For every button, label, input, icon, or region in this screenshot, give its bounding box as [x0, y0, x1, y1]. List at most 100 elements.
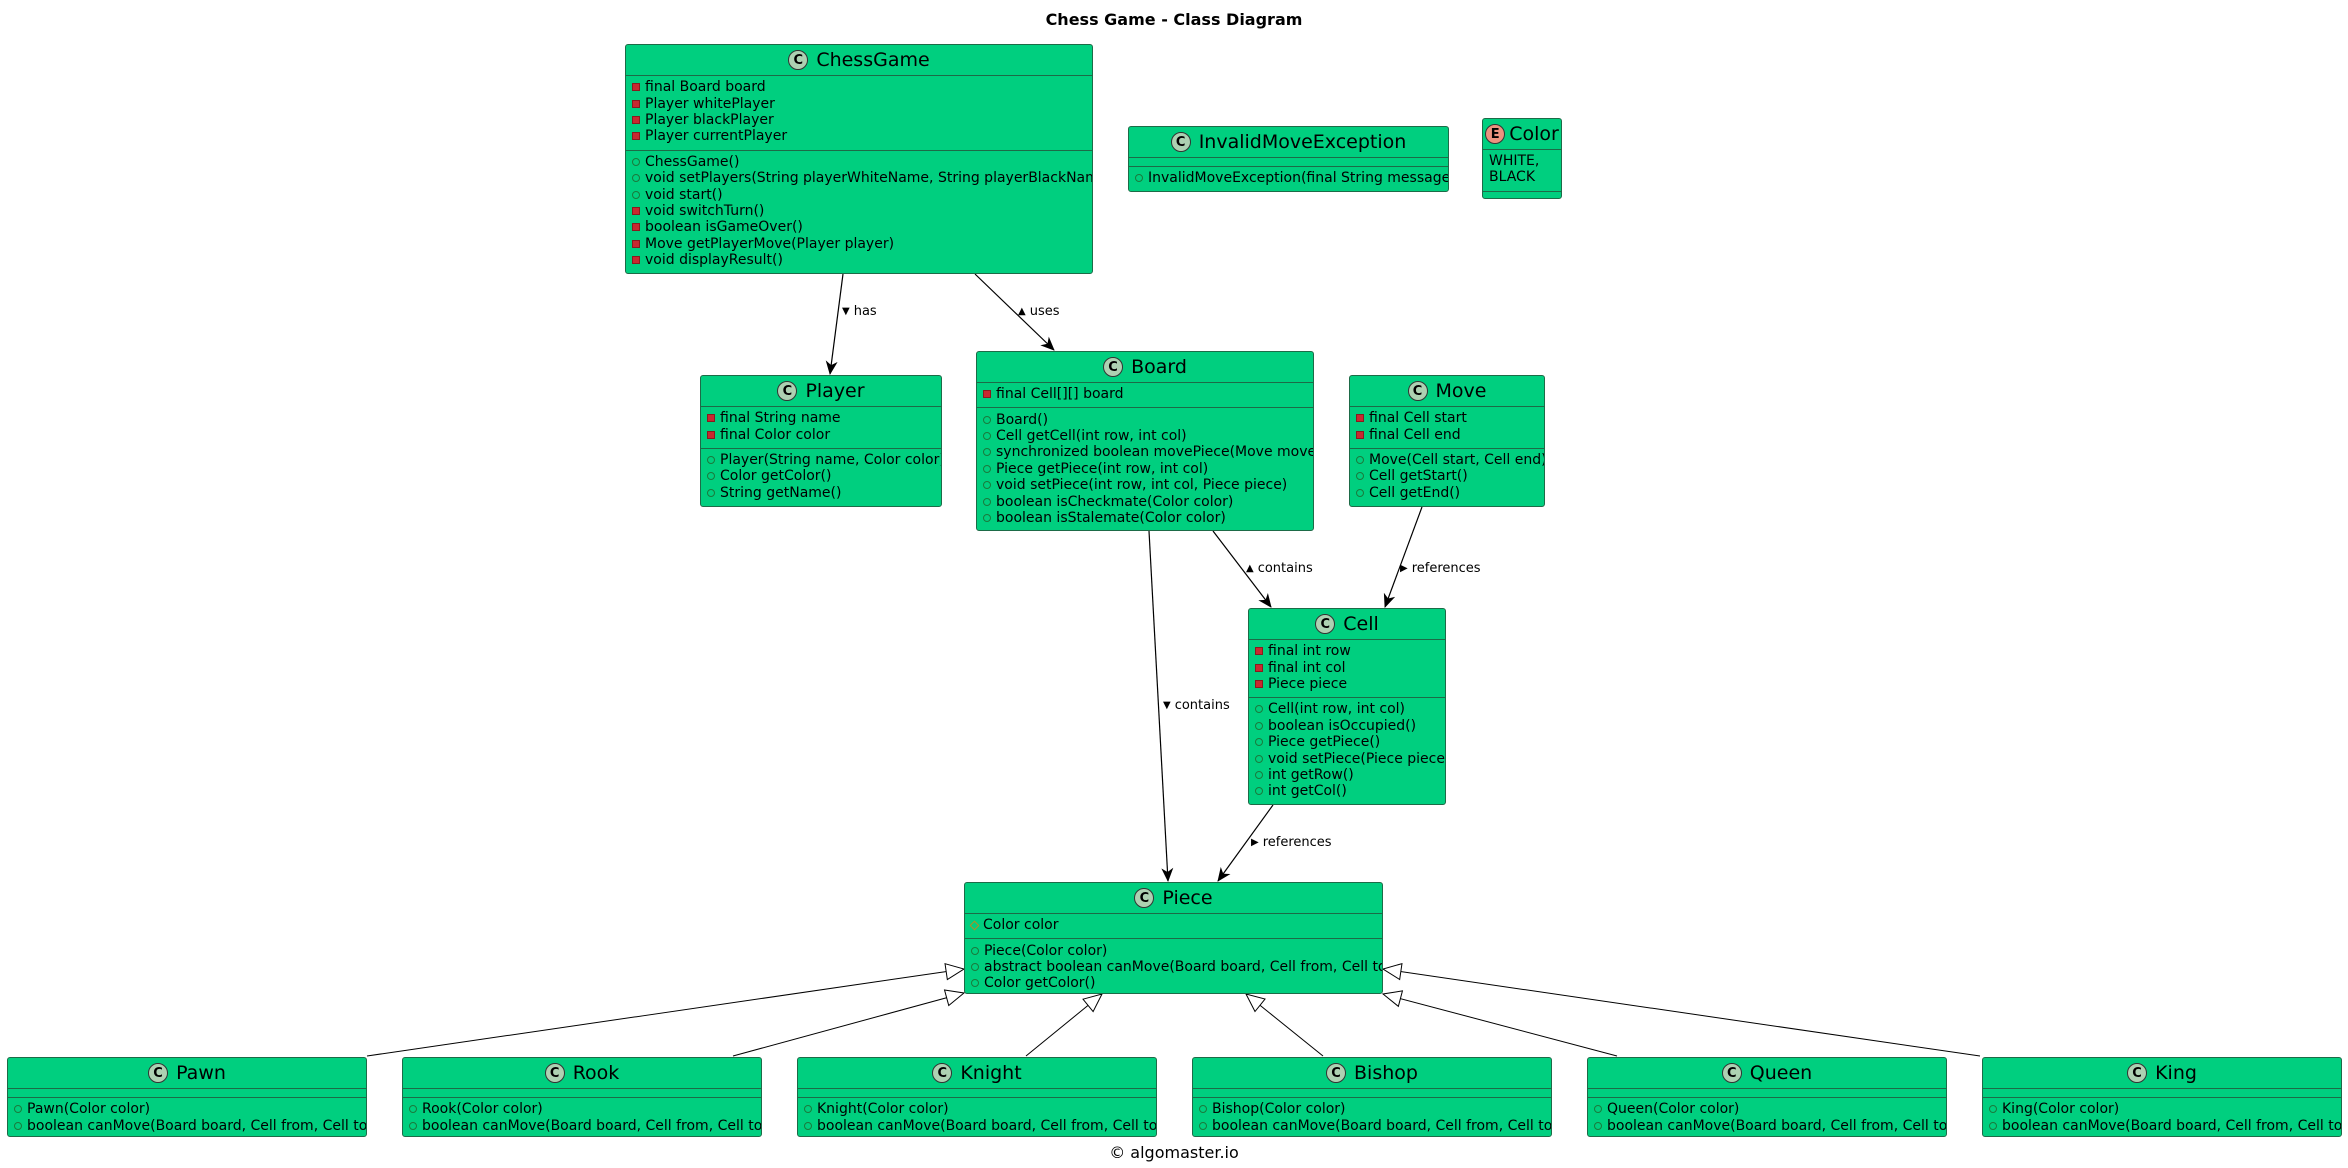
public-marker-icon	[1356, 472, 1364, 481]
method-row: boolean isGameOver()	[632, 219, 1086, 235]
public-marker-icon	[1255, 738, 1263, 747]
method-row: Piece getPiece()	[1255, 734, 1439, 750]
public-marker-icon	[1255, 705, 1263, 714]
public-marker-icon	[14, 1105, 22, 1114]
class-name: Queen	[1749, 1062, 1813, 1084]
class-name: Bishop	[1354, 1062, 1418, 1084]
field-row: final Color color	[707, 426, 935, 443]
class-badge: C	[544, 1063, 565, 1083]
class-name: Move	[1435, 380, 1487, 402]
class-badge: C	[1134, 888, 1155, 908]
private-marker-icon	[983, 390, 991, 399]
class-name: King	[2155, 1062, 2197, 1084]
class-name: Knight	[960, 1062, 1022, 1084]
method-row: Cell getStart()	[1356, 468, 1538, 484]
method-row: boolean canMove(Board board, Cell from, …	[804, 1117, 1156, 1134]
class-name: Piece	[1162, 887, 1213, 909]
public-marker-icon	[14, 1121, 22, 1130]
method-row: abstract boolean canMove(Board board, Ce…	[971, 959, 1382, 975]
private-marker-icon	[707, 414, 715, 423]
public-marker-icon	[971, 962, 979, 971]
class-name: Rook	[572, 1062, 620, 1084]
method-row: Player(String name, Color color)	[707, 452, 941, 468]
method-row: void switchTurn()	[632, 203, 1086, 219]
method-row: boolean isOccupied()	[1255, 718, 1439, 734]
edge-cell-piece	[1217, 804, 1274, 882]
method-row: void displayResult()	[632, 252, 1086, 268]
field-row: Color color	[969, 917, 1376, 933]
private-marker-icon	[707, 430, 715, 439]
public-marker-icon	[632, 174, 640, 183]
field-row: Player blackPlayer	[632, 112, 1086, 128]
edge-label-references-move: ▶references	[1400, 561, 1481, 576]
field-row: Piece piece	[1255, 676, 1439, 692]
edge-label-has: ▼has	[842, 304, 877, 319]
private-marker-icon	[632, 256, 640, 265]
edge-chessgame-board	[974, 273, 1055, 351]
method-row: String getName()	[707, 485, 935, 501]
class-badge: C	[932, 1063, 953, 1083]
public-marker-icon	[983, 497, 991, 506]
class-name: ChessGame	[816, 49, 930, 71]
public-marker-icon	[1199, 1105, 1207, 1114]
public-marker-icon	[1199, 1121, 1207, 1130]
enum-value: BLACK	[1489, 169, 1536, 186]
private-marker-icon	[1356, 430, 1364, 439]
method-row: InvalidMoveException(final String messag…	[1135, 170, 1448, 186]
method-row: boolean canMove(Board board, Cell from, …	[14, 1117, 366, 1134]
protected-marker-icon	[969, 920, 980, 931]
method-row: Cell getEnd()	[1356, 485, 1538, 501]
edge-rook-piece	[732, 993, 964, 1057]
public-marker-icon	[804, 1121, 812, 1130]
class-badge: C	[2127, 1063, 2148, 1083]
edge-queen-piece	[1383, 994, 1618, 1057]
edge-knight-piece	[1025, 994, 1102, 1057]
private-marker-icon	[1255, 663, 1263, 672]
class-badge: C	[1407, 381, 1428, 401]
field-row: final int col	[1255, 659, 1439, 676]
edge-pawn-piece	[366, 969, 964, 1057]
public-marker-icon	[971, 946, 979, 955]
private-marker-icon	[632, 132, 640, 141]
public-marker-icon	[632, 157, 640, 166]
private-marker-icon	[632, 206, 640, 215]
field-row: final int row	[1255, 643, 1439, 659]
public-marker-icon	[1356, 488, 1364, 497]
edge-board-cell	[1212, 530, 1272, 608]
edge-chessgame-player	[825, 273, 844, 375]
public-marker-icon	[1989, 1121, 1997, 1130]
public-marker-icon	[983, 464, 991, 473]
method-row: Cell getCell(int row, int col)	[983, 428, 1307, 444]
edge-move-cell	[1383, 506, 1423, 608]
public-marker-icon	[707, 455, 715, 464]
public-marker-icon	[1255, 770, 1263, 779]
method-row: synchronized boolean movePiece(Move move…	[983, 444, 1313, 460]
method-row: boolean isCheckmate(Color color)	[983, 493, 1307, 510]
enum-value: WHITE,	[1489, 153, 1540, 169]
public-marker-icon	[1255, 754, 1263, 763]
public-marker-icon	[983, 415, 991, 424]
edge-label-contains-cell: ▲contains	[1246, 561, 1313, 576]
class-badge: C	[1315, 614, 1336, 634]
edge-king-piece	[1383, 969, 1981, 1057]
method-row: Bishop(Color color)	[1199, 1101, 1545, 1117]
method-row: void setPlayers(String playerWhiteName, …	[632, 170, 1092, 186]
public-marker-icon	[983, 448, 991, 457]
class-badge: C	[777, 381, 798, 401]
field-row: final Cell start	[1356, 410, 1538, 426]
